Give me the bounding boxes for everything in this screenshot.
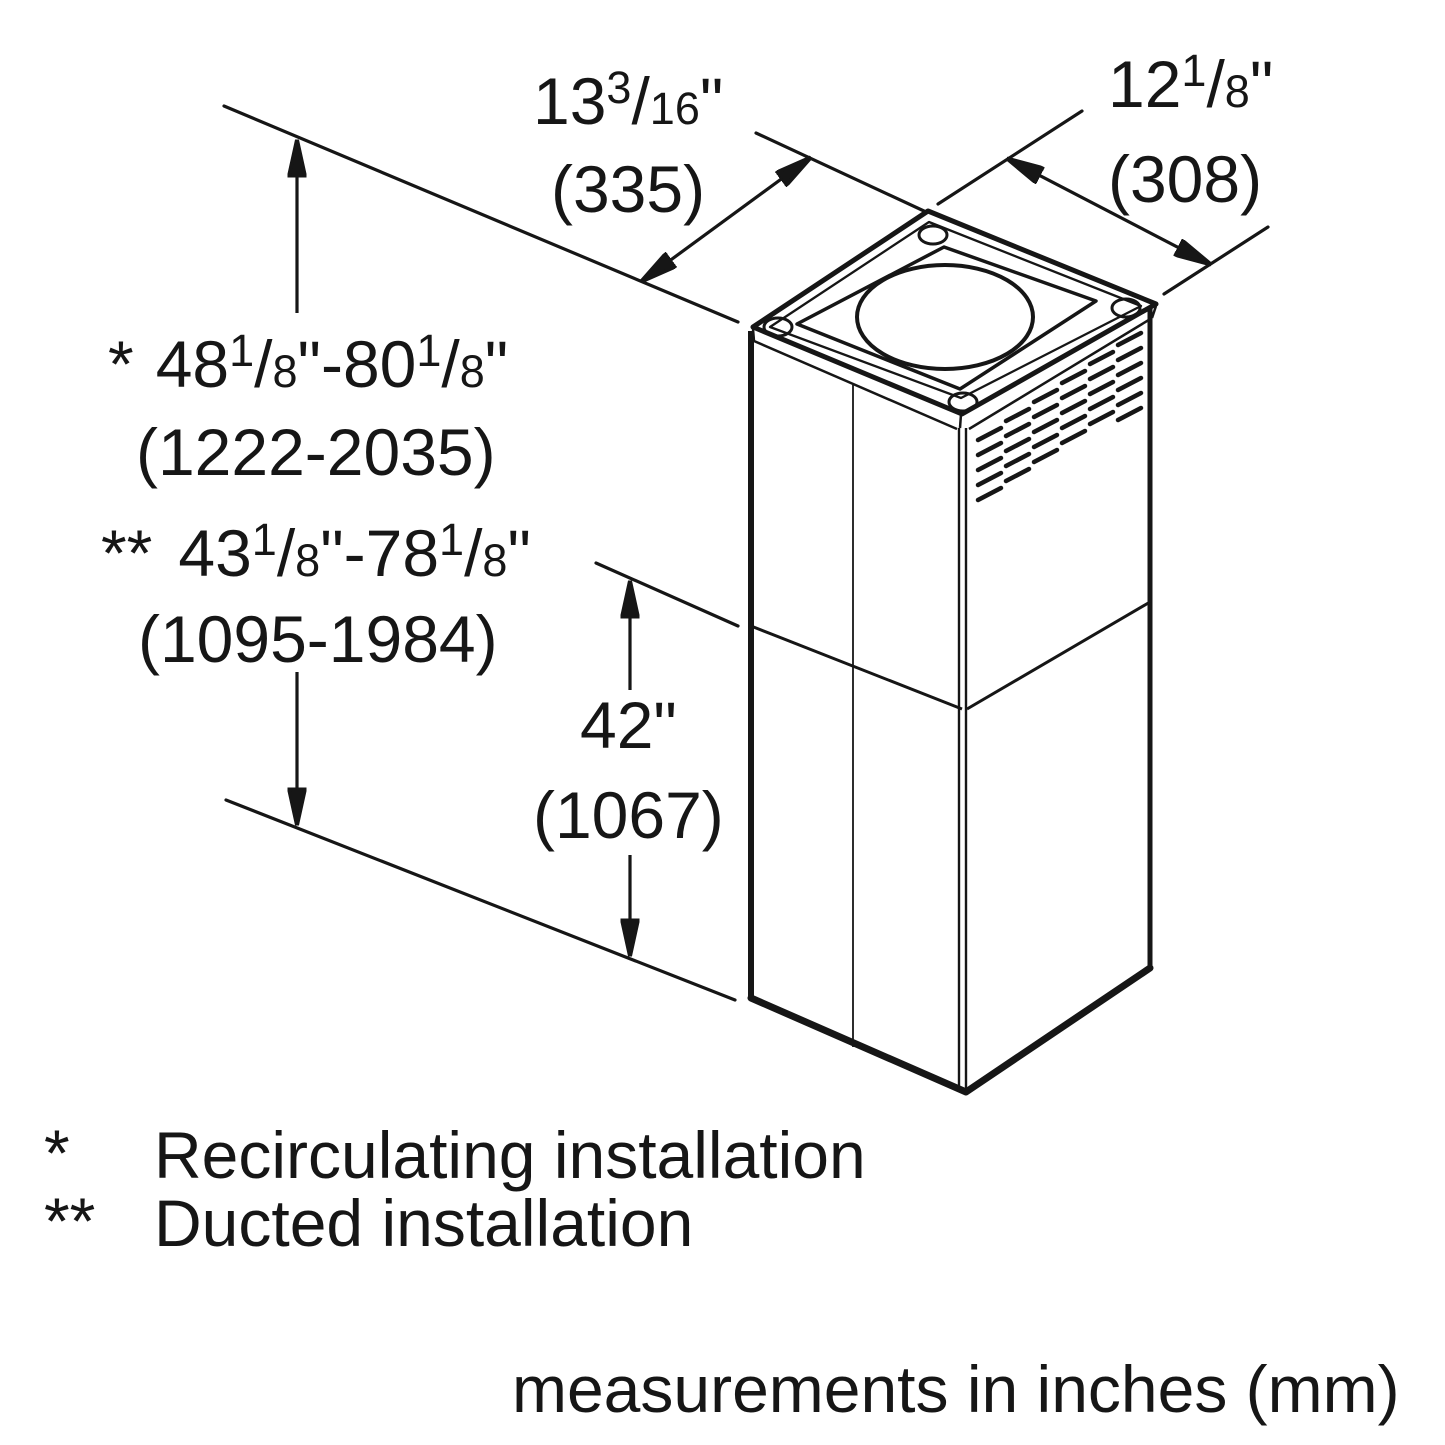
vent-louvers [975, 330, 1144, 503]
louver-dash [1087, 409, 1116, 427]
louver-dash [1087, 349, 1116, 367]
telescopic-seam-right-face [966, 600, 1151, 711]
units-footer-note: measurements in inches (mm) [512, 1352, 1400, 1426]
louver-dash [1003, 406, 1032, 424]
louver-dash [1087, 379, 1116, 397]
extension-line-lower-left [224, 798, 737, 1002]
width-dimension-arrow [1008, 159, 1210, 264]
dimension-lower-section-metric: (1067) [533, 778, 724, 852]
depth-dimension-arrow [642, 158, 810, 281]
louver-dash [1115, 360, 1144, 378]
dimension-height-ducted-label: **431/8"-781/8" [101, 514, 531, 590]
plate-underside-right [968, 316, 1153, 431]
louver-dash [1087, 394, 1116, 412]
dimension-lower-section-label: 42" [580, 688, 677, 762]
telescopic-seam-left-face [750, 624, 963, 711]
louver-dash [1003, 451, 1032, 469]
louver-dash [1031, 432, 1060, 450]
dimension-depth-label: 133/16" [533, 62, 724, 138]
extension-line-right-corner [1162, 225, 1270, 296]
plate-underside-left [753, 339, 958, 431]
louver-dash [975, 470, 1004, 488]
louver-dash [1003, 421, 1032, 439]
duct-opening-circle [855, 263, 1035, 371]
plate-side-tick-front [958, 413, 963, 429]
screw-hole-left [762, 316, 794, 338]
louver-dash [1115, 330, 1144, 348]
louver-dash [975, 440, 1004, 458]
louver-dash [1087, 364, 1116, 382]
screw-hole-back [917, 224, 949, 246]
legend-label-ducted: Ducted installation [154, 1186, 694, 1260]
dimension-depth-metric: (335) [551, 152, 706, 226]
dimension-height-recirculating-label: *481/8"-801/8" [108, 325, 509, 401]
dimension-height-ducted-metric: (1095-1984) [138, 602, 498, 676]
louver-dash [1059, 398, 1088, 416]
legend-mark-recirculating: * [44, 1116, 70, 1190]
louver-dash [1031, 402, 1060, 420]
top-plate-outer-edge [750, 208, 1159, 417]
chimney-flue-extension [747, 208, 1159, 1096]
legend-label-recirculating: Recirculating installation [154, 1118, 866, 1192]
louver-dash [975, 425, 1004, 443]
body-bottom-edges [747, 964, 1154, 1096]
louver-dash [1059, 383, 1088, 401]
dimension-width-metric: (308) [1108, 142, 1263, 216]
louver-dash [1115, 375, 1144, 393]
plate-side-tick-right [1150, 305, 1158, 319]
louver-dash [1115, 390, 1144, 408]
screw-hole-front [947, 391, 979, 413]
legend-mark-ducted: ** [44, 1184, 96, 1258]
dimension-arrows [297, 141, 1210, 955]
extension-line-back-upper [936, 109, 1084, 206]
louver-dash [1059, 413, 1088, 431]
extension-line-top-back [754, 131, 926, 213]
louver-dash [1059, 368, 1088, 386]
louver-dash [1031, 447, 1060, 465]
louver-dash [1031, 417, 1060, 435]
louver-dash [1059, 428, 1088, 446]
screw-hole-right [1110, 297, 1142, 319]
extension-lines [222, 104, 1270, 1002]
louver-dash [1003, 436, 1032, 454]
extension-line-upper-left [222, 104, 740, 324]
dimension-width-label: 121/8" [1108, 45, 1274, 121]
louver-dash [975, 485, 1004, 503]
louver-dash [1115, 405, 1144, 423]
louver-dash [1003, 466, 1032, 484]
dimension-height-recirculating-metric: (1222-2035) [136, 415, 496, 489]
louver-dash [975, 455, 1004, 473]
louver-dash [1115, 345, 1144, 363]
louver-dash [1031, 387, 1060, 405]
extension-line-seam [594, 561, 740, 628]
